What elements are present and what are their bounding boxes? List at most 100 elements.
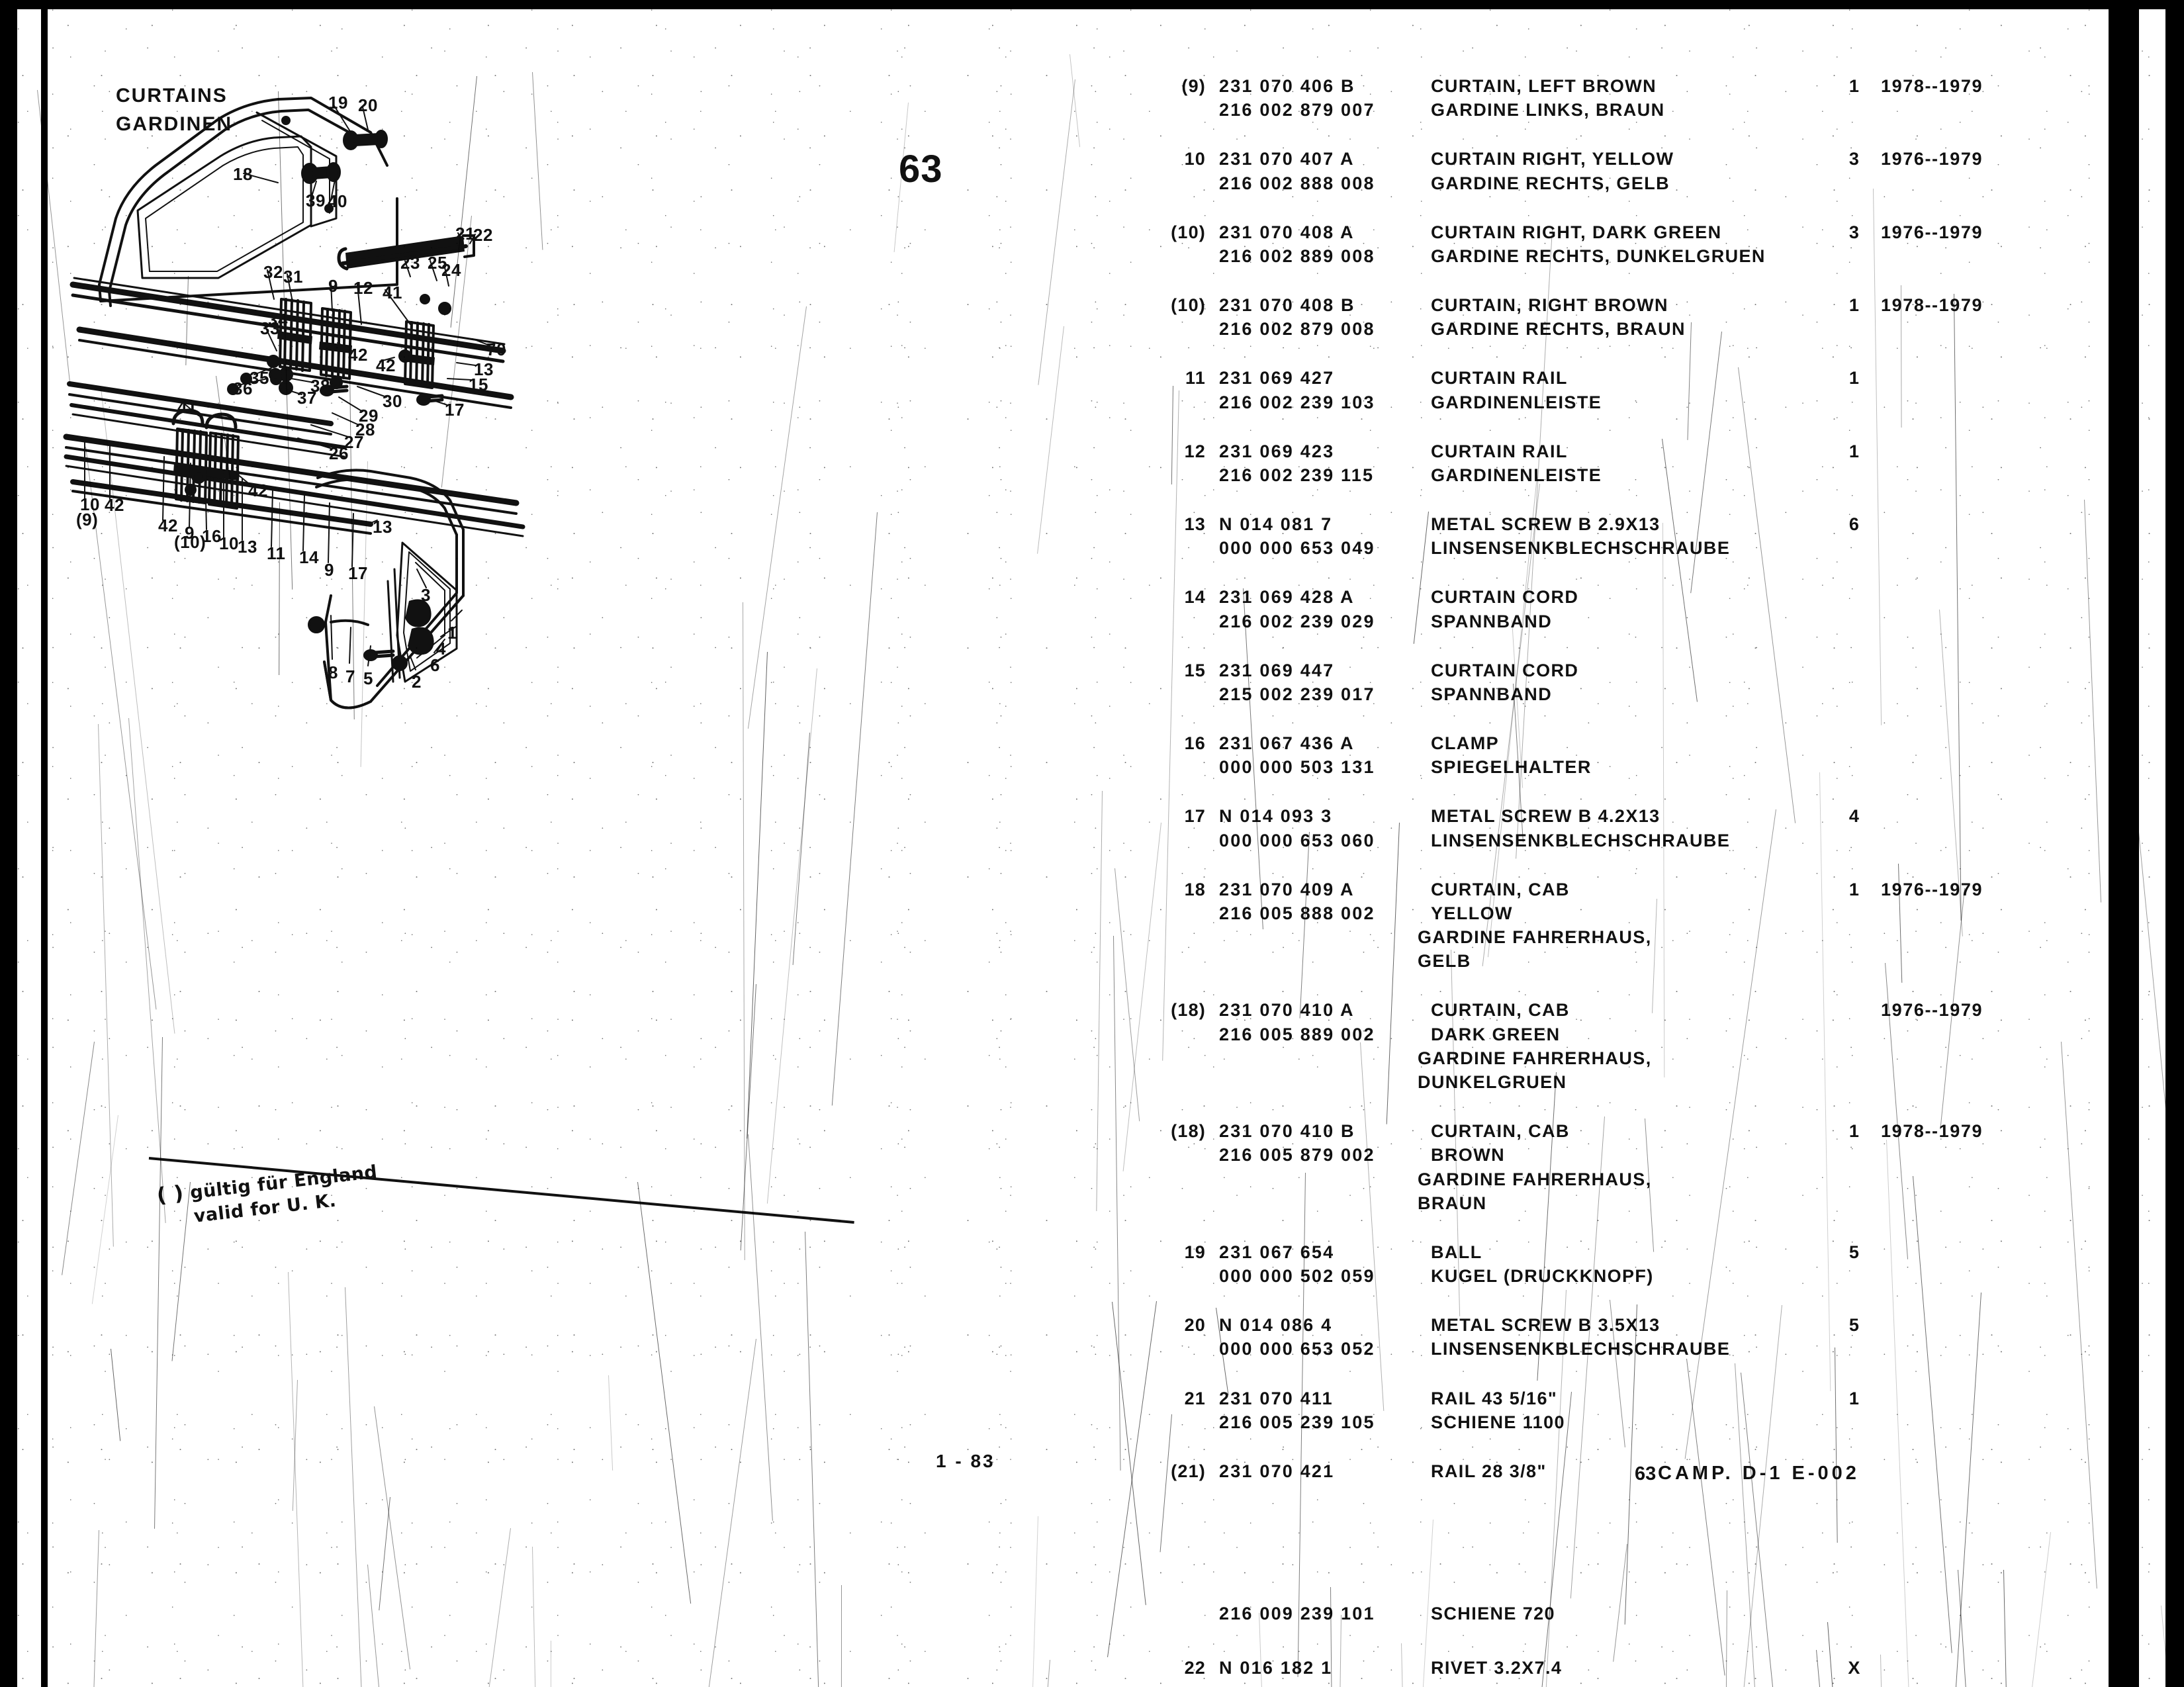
part-year-range: 1978--1979 bbox=[1881, 295, 1983, 316]
part-number-de: 216 005 239 105 bbox=[1219, 1412, 1375, 1432]
drawing-callout: 13 bbox=[238, 537, 257, 557]
part-number-de: 216 002 239 115 bbox=[1219, 465, 1375, 485]
exploded-view-illustration bbox=[0, 0, 1125, 1522]
part-number-de: 000 000 653 060 bbox=[1219, 830, 1375, 850]
part-number-de: 216 002 879 007 bbox=[1219, 100, 1375, 120]
drawing-callout: 18 bbox=[233, 164, 253, 184]
part-description-de: SCHIENE 1100 bbox=[1431, 1412, 1565, 1432]
drawing-callout: 9 bbox=[324, 560, 334, 580]
drawing-callout: 19 bbox=[328, 93, 348, 113]
overflow-description: SCHIENE 720 bbox=[1431, 1604, 1555, 1623]
part-ref: 18 bbox=[1184, 879, 1206, 899]
part-number-de: 216 002 888 008 bbox=[1219, 173, 1375, 193]
part-ref: 19 bbox=[1184, 1242, 1206, 1262]
part-ref: 17 bbox=[1184, 806, 1206, 827]
part-number-en: 231 070 410 A bbox=[1219, 1000, 1355, 1021]
part-ref: 21 bbox=[1184, 1388, 1206, 1408]
part-quantity: 3 bbox=[1848, 222, 1860, 242]
row-spacer bbox=[1118, 633, 2098, 659]
drawing-callout: 2 bbox=[412, 672, 422, 692]
drawing-callout: 8 bbox=[328, 662, 338, 682]
row-spacer bbox=[1118, 487, 2098, 512]
part-number-de: 216 005 879 002 bbox=[1219, 1145, 1375, 1165]
part-description-continuation: GELB bbox=[1418, 951, 1471, 972]
part-description-en: CURTAIN, CAB bbox=[1431, 1000, 1570, 1021]
part-description-de: KUGEL (DRUCKKNOPF) bbox=[1431, 1266, 1654, 1287]
part-description-en: METAL SCREW B 4.2X13 bbox=[1431, 806, 1661, 827]
row-spacer bbox=[1118, 341, 2098, 366]
part-number-en: 231 067 654 bbox=[1219, 1242, 1335, 1262]
curtain-assembly-drawing bbox=[63, 97, 525, 709]
part-number-en: 231 067 436 A bbox=[1219, 733, 1355, 754]
part-description-de: GARDINE RECHTS, GELB bbox=[1431, 173, 1670, 193]
drawing-callout: 11 bbox=[267, 543, 286, 563]
uk-note-paren: ( ) bbox=[156, 1181, 185, 1208]
part-quantity: 1 bbox=[1848, 295, 1860, 316]
part-description-en: CURTAIN, RIGHT BROWN bbox=[1431, 295, 1668, 316]
part-description-en: CURTAIN, LEFT BROWN bbox=[1431, 76, 1657, 96]
drawing-callout: 14 bbox=[299, 547, 319, 567]
drawing-callout: 17 bbox=[348, 563, 368, 583]
part-number-de: 216 005 889 002 bbox=[1219, 1024, 1375, 1044]
part-description-de: LINSENSENKBLECHSCHRAUBE bbox=[1431, 1339, 1731, 1359]
row-spacer bbox=[1118, 1434, 2098, 1459]
sheet-title-en: CURTAINS bbox=[116, 85, 228, 107]
part-number-de: 216 002 239 103 bbox=[1219, 392, 1375, 412]
part-number-en: 231 069 428 A bbox=[1219, 587, 1355, 608]
drawing-callout: 40 bbox=[328, 191, 347, 211]
row-spacer bbox=[1118, 195, 2098, 220]
drawing-callout: 31 bbox=[283, 267, 303, 287]
drawing-callout: 33 bbox=[260, 318, 280, 338]
row-spacer bbox=[1118, 852, 2098, 878]
row-spacer bbox=[1118, 560, 2098, 585]
part-number-en: N 014 093 3 bbox=[1219, 806, 1333, 827]
overflow-description: RIVET 3.2X7.4 bbox=[1431, 1658, 1563, 1678]
part-number-en: 231 070 421 bbox=[1219, 1461, 1335, 1481]
part-quantity: 1 bbox=[1848, 76, 1860, 96]
part-description-en: CURTAIN CORD bbox=[1431, 660, 1579, 680]
part-number-en: N 014 081 7 bbox=[1219, 514, 1333, 535]
drawing-callout: 7 bbox=[345, 666, 355, 686]
film-edge-right bbox=[2109, 0, 2139, 1687]
part-description-de: LINSENSENKBLECHSCHRAUBE bbox=[1431, 538, 1731, 559]
drawing-callout: 42 bbox=[248, 480, 268, 500]
drawing-callout: 39 bbox=[306, 191, 326, 210]
row-spacer bbox=[1118, 1361, 2098, 1387]
part-description-en: RAIL 28 3/8" bbox=[1431, 1461, 1547, 1481]
part-year-range: 1978--1979 bbox=[1881, 76, 1983, 96]
part-description-en: CURTAIN RIGHT, DARK GREEN bbox=[1431, 222, 1722, 242]
drawing-callout: 41 bbox=[177, 397, 197, 417]
drawing-callout: 70 bbox=[486, 340, 506, 359]
part-ref: 13 bbox=[1184, 514, 1206, 535]
part-year-range: 1976--1979 bbox=[1881, 1000, 1983, 1021]
row-spacer bbox=[1118, 706, 2098, 731]
part-description-en: CURTAIN, CAB bbox=[1431, 1121, 1570, 1142]
part-number-de: 216 002 879 008 bbox=[1219, 319, 1375, 340]
part-quantity: 3 bbox=[1848, 149, 1860, 169]
part-number-en: 231 070 409 A bbox=[1219, 879, 1355, 899]
part-ref: 16 bbox=[1184, 733, 1206, 754]
drawing-callout: 15 bbox=[469, 375, 488, 394]
